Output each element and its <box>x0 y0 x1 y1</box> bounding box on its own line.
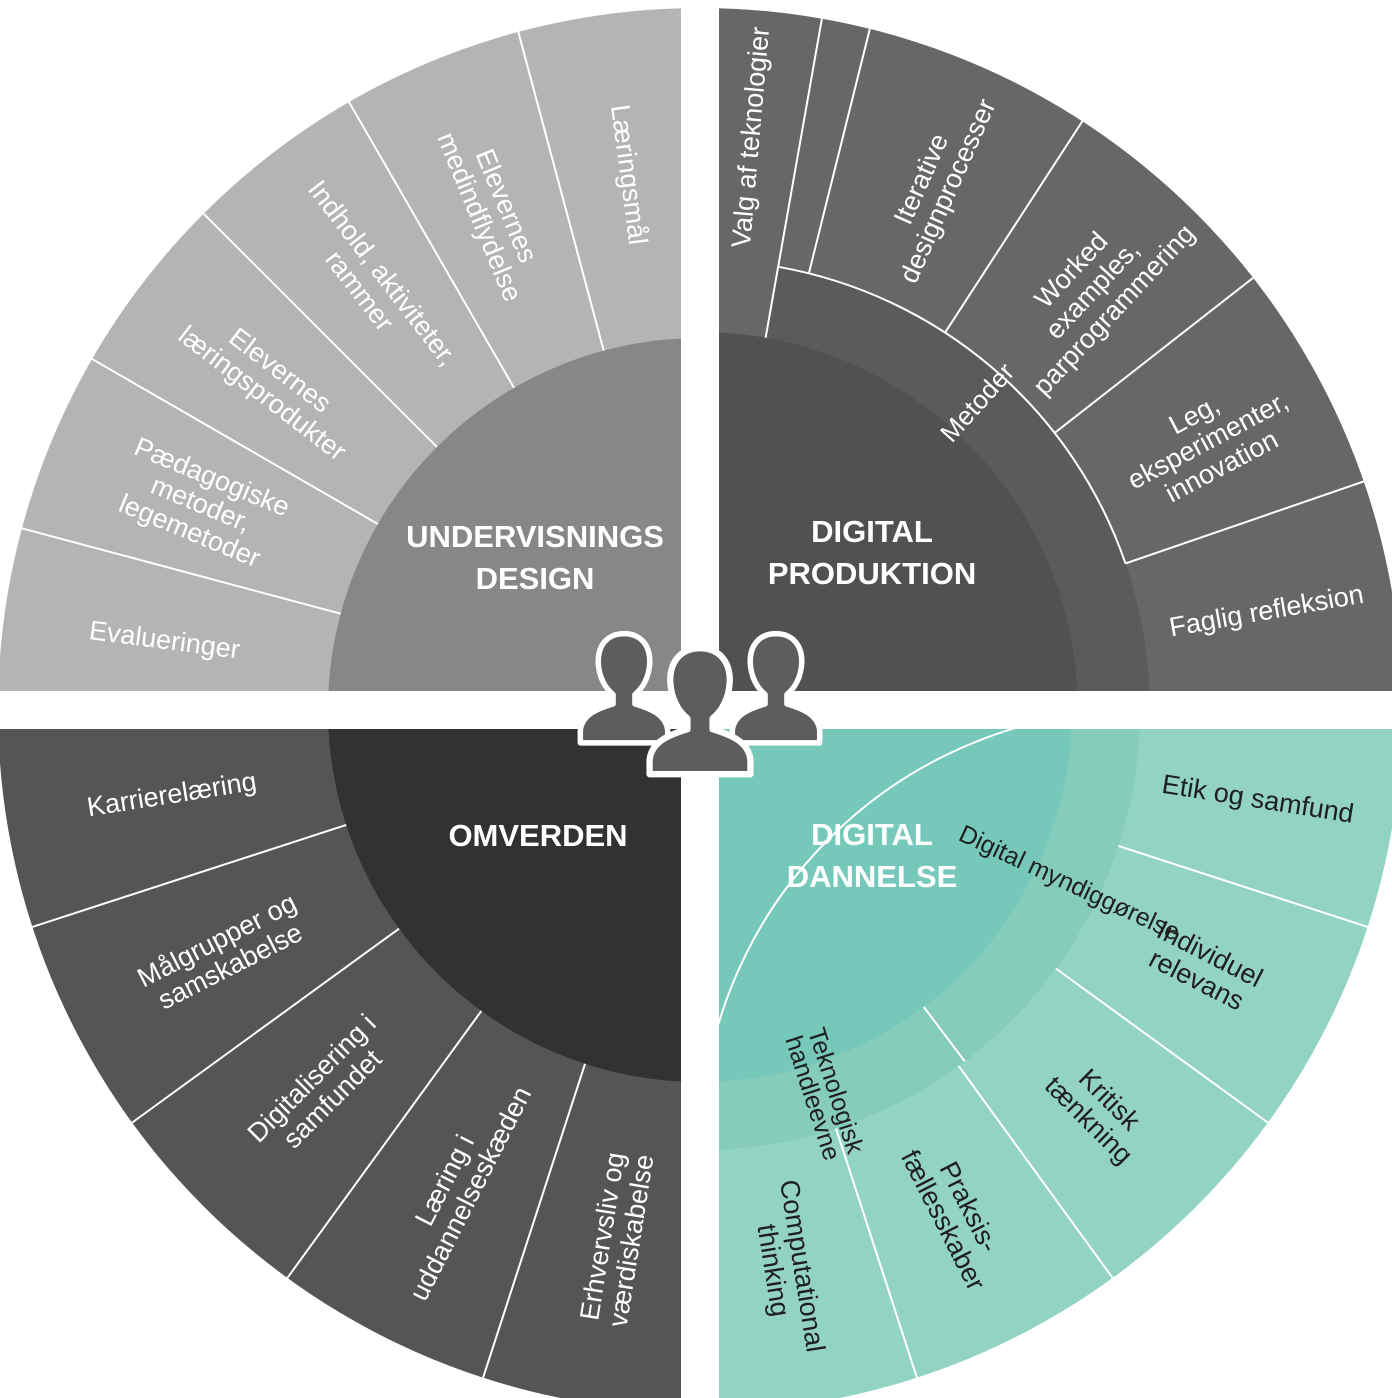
dannelse-title: DIGITAL DANNELSE <box>787 817 958 894</box>
produktion-divider <box>1125 480 1365 565</box>
omverden-divider <box>286 1010 483 1279</box>
produktion-divider <box>944 120 1084 334</box>
undervisning-divider <box>517 31 605 351</box>
omverden-title: OMVERDEN <box>448 818 627 853</box>
omverden-core <box>328 710 700 1082</box>
dannelse-core <box>700 710 1072 1082</box>
undervisning-title-line: UNDERVISNINGS <box>406 519 664 554</box>
produktion-method-ring <box>765 266 1150 710</box>
dannelse-divider <box>835 1128 918 1378</box>
dannelse-literacy-ring <box>700 710 1140 1150</box>
undervisning-core <box>328 338 700 710</box>
produktion-divider <box>764 18 823 338</box>
produktion-divider <box>1053 277 1254 434</box>
undervisning-divider <box>21 527 341 615</box>
person-icon-center <box>646 645 754 778</box>
people-group-icon <box>577 630 823 778</box>
undervisning-title-line: DESIGN <box>476 561 595 596</box>
segment-dividers <box>21 18 1368 1378</box>
produktion-core <box>700 332 1078 710</box>
undervisning-title: UNDERVISNINGS DESIGN <box>406 519 664 596</box>
person-icon-right <box>729 630 823 746</box>
produktion-title: DIGITAL PRODUKTION <box>768 514 976 591</box>
produktion-divider <box>807 28 871 274</box>
produktion-title-line: DIGITAL <box>811 514 933 549</box>
produktion-title-line: PRODUKTION <box>768 556 976 591</box>
undervisning-divider <box>91 358 379 525</box>
dannelse-divider <box>923 1006 966 1063</box>
undervisning-divider <box>202 212 438 448</box>
dannelse-divider <box>957 1065 1114 1279</box>
dannelse-divider <box>1118 845 1368 928</box>
wheel-shapes <box>0 8 1392 1398</box>
omverden-divider <box>131 927 400 1124</box>
dannelse-title-line: DIGITAL <box>811 817 933 852</box>
omverden-divider <box>482 1063 586 1378</box>
omverden-title-line: OMVERDEN <box>448 818 627 853</box>
dannelse-title-line: DANNELSE <box>787 859 958 894</box>
person-icon-left <box>577 630 671 746</box>
dannelse-divider <box>1055 967 1269 1124</box>
undervisning-divider <box>348 101 515 389</box>
omverden-divider <box>32 824 347 928</box>
produktion-ring-edge <box>777 265 1127 564</box>
svg-text:OMVERDEN: OMVERDEN <box>448 818 627 853</box>
